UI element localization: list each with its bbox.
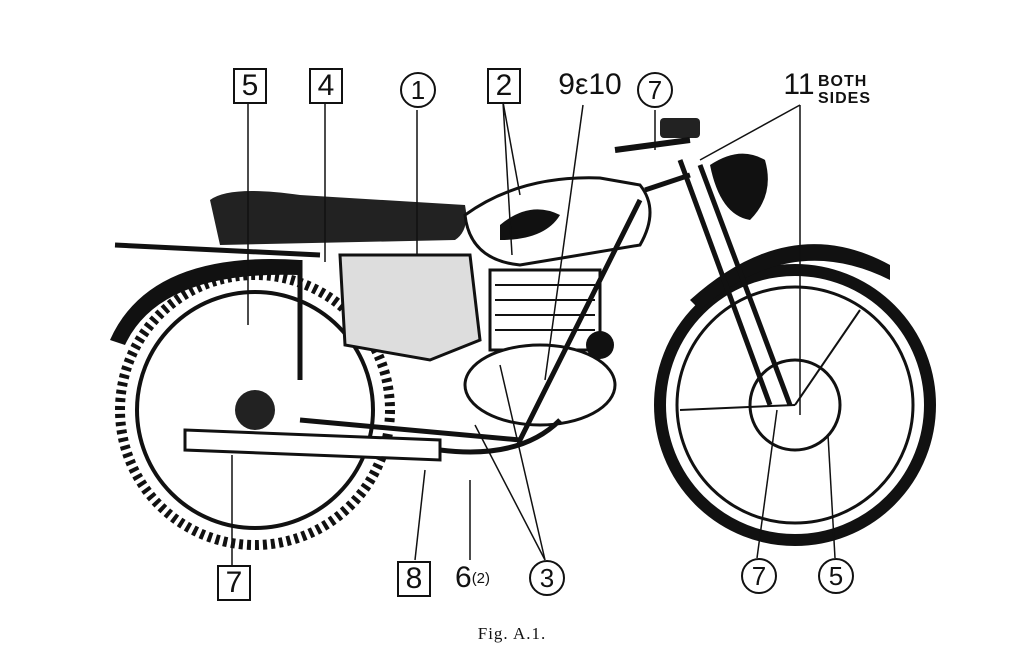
rear-fender xyxy=(110,259,300,345)
callout-6-quantity: (2) xyxy=(471,570,491,587)
side-panel xyxy=(338,253,482,362)
engine xyxy=(463,268,617,427)
figure-caption: Fig. A.1. xyxy=(477,624,547,643)
callout-2-top: 2 xyxy=(487,68,521,104)
seat xyxy=(210,191,467,245)
callout-6-number: 6 xyxy=(455,561,472,594)
callout-3-bottom: 3 xyxy=(529,560,565,596)
callout-7-top: 7 xyxy=(637,72,673,108)
callout-4-top: 4 xyxy=(309,68,343,104)
callout-11-top: 11 xyxy=(783,68,815,101)
callout-11-note-line2: SIDES xyxy=(818,90,872,107)
callout-7-bottom-left: 7 xyxy=(217,565,251,601)
callout-11-note: BOTH SIDES xyxy=(818,73,871,107)
callout-6-bottom: 6(2) xyxy=(455,563,505,593)
handlebar xyxy=(614,137,691,153)
frame xyxy=(114,159,793,443)
callout-11-note-line1: BOTH xyxy=(818,73,868,90)
speedometer xyxy=(660,118,700,138)
callout-5-bottom-right: 5 xyxy=(818,558,854,594)
front-fender xyxy=(690,244,890,310)
callout-9-and-10-top: 9ε10 xyxy=(558,68,622,101)
tank-badge xyxy=(500,209,560,240)
callout-5-top: 5 xyxy=(233,68,267,104)
leader-lines xyxy=(231,101,836,565)
exhaust-header xyxy=(439,418,562,455)
headlamp xyxy=(710,153,768,220)
callout-8-bottom: 8 xyxy=(397,561,431,597)
fuel-tank xyxy=(463,176,652,267)
front-wheel xyxy=(654,264,936,546)
exhaust-pipe xyxy=(183,428,442,462)
callout-7-bottom-right: 7 xyxy=(741,558,777,594)
callout-1-top: 1 xyxy=(400,72,436,108)
